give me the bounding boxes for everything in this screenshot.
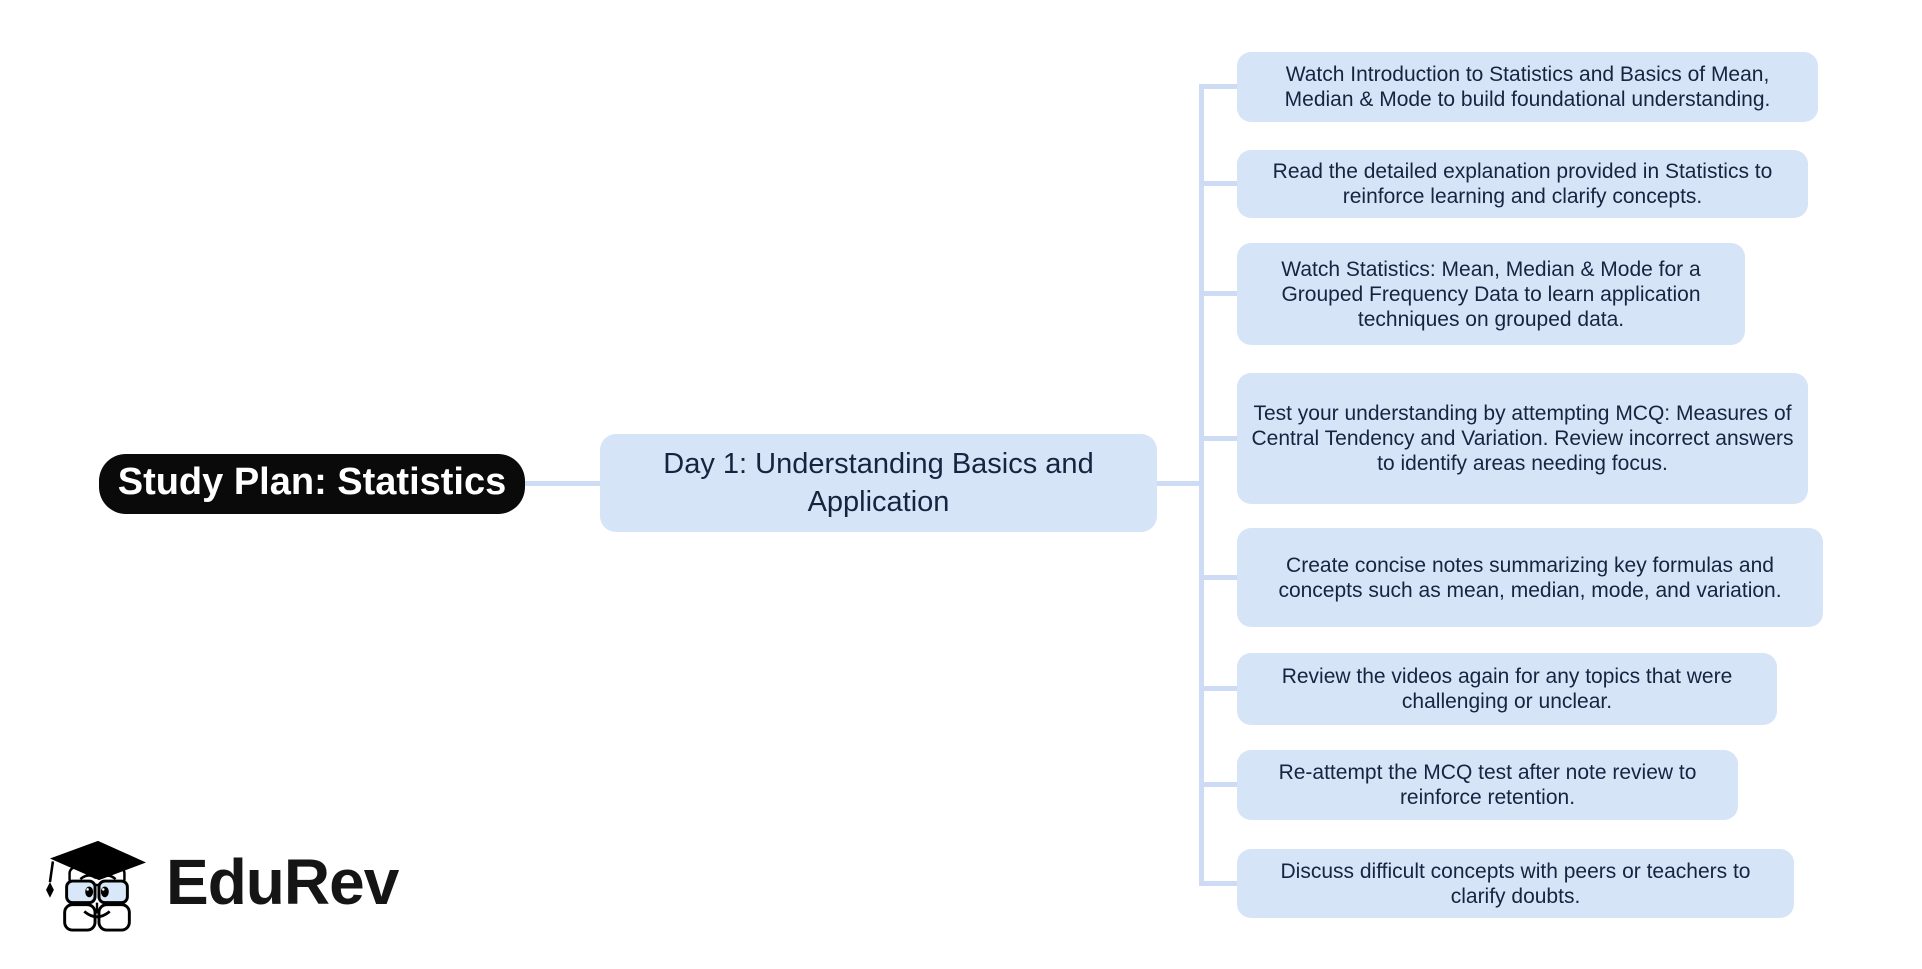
- task-branch-connector: [1199, 782, 1239, 787]
- day-to-trunk-connector: [1157, 481, 1204, 486]
- edurev-mascot-icon: [42, 836, 152, 934]
- root-to-day-connector: [520, 481, 600, 486]
- task-branch-connector: [1199, 686, 1239, 691]
- task-branch-connector: [1199, 181, 1239, 186]
- task-node: Watch Statistics: Mean, Median & Mode fo…: [1237, 243, 1745, 345]
- task-branch-connector: [1199, 881, 1239, 886]
- mindmap-root-node: Study Plan: Statistics: [99, 454, 525, 514]
- task-branch-connector: [1199, 575, 1239, 580]
- task-node: Read the detailed explanation provided i…: [1237, 150, 1808, 218]
- mindmap-day-node: Day 1: Understanding Basics and Applicat…: [600, 434, 1157, 532]
- task-node: Create concise notes summarizing key for…: [1237, 528, 1823, 627]
- task-node: Review the videos again for any topics t…: [1237, 653, 1777, 725]
- task-node: Discuss difficult concepts with peers or…: [1237, 849, 1794, 918]
- task-branch-connector: [1199, 84, 1239, 89]
- edurev-brand-text: EduRev: [166, 846, 399, 918]
- task-branch-connector: [1199, 436, 1239, 441]
- task-node: Test your understanding by attempting MC…: [1237, 373, 1808, 504]
- task-branch-connector: [1199, 291, 1239, 296]
- task-node: Watch Introduction to Statistics and Bas…: [1237, 52, 1818, 122]
- task-node: Re-attempt the MCQ test after note revie…: [1237, 750, 1738, 820]
- edurev-logo: EduRev: [42, 836, 399, 934]
